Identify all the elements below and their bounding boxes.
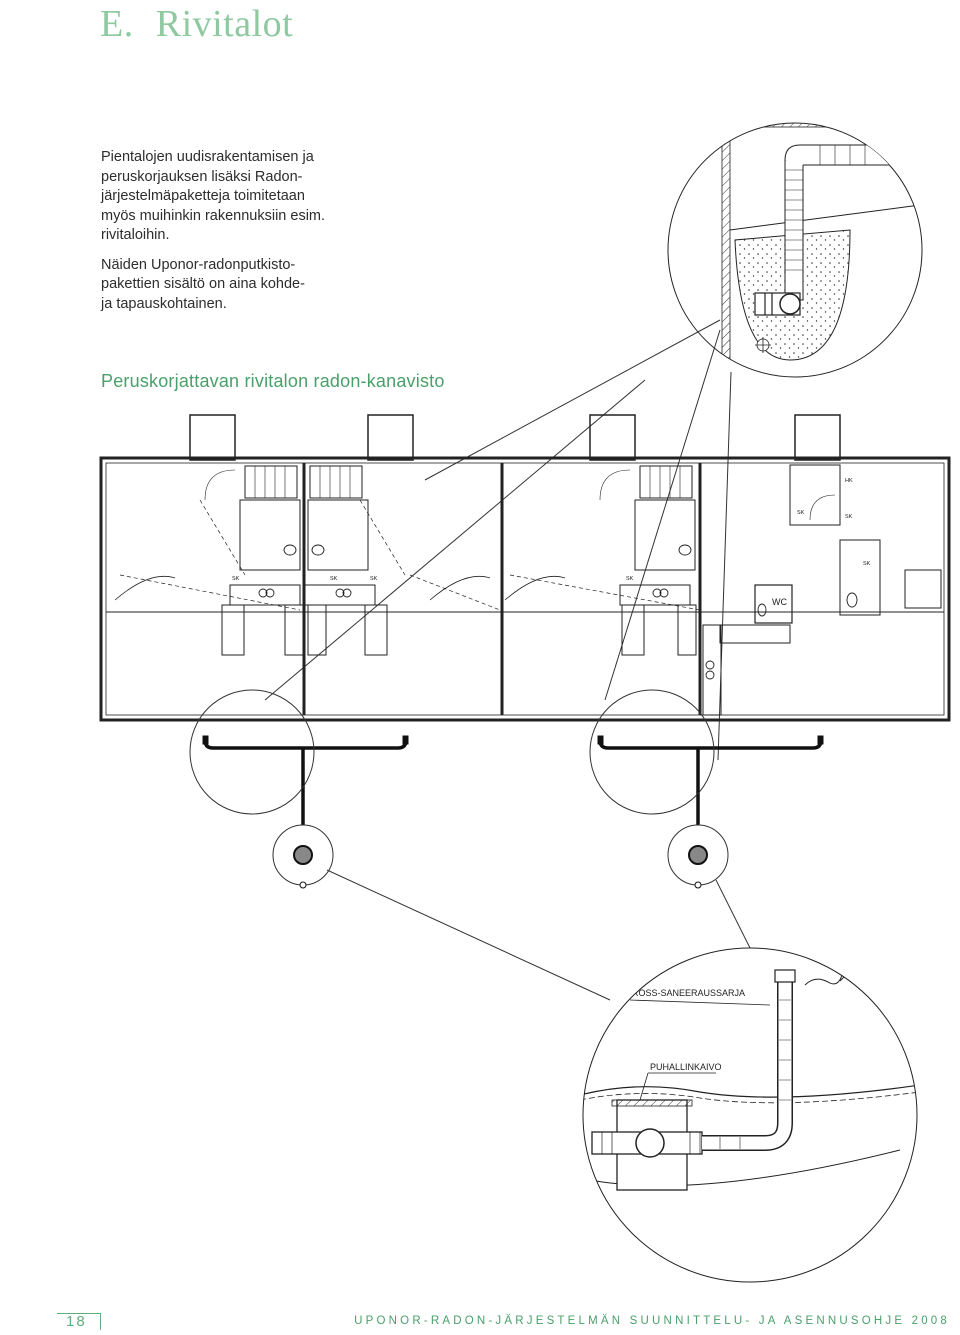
page-title: E. Rivitalot: [100, 2, 293, 46]
detail-circle-bottom: ROSS-SANEERAUSSARJA PUHALLINKAIVO: [582, 947, 918, 1283]
page-number-frame: [57, 1313, 101, 1330]
room-label: HK: [845, 478, 853, 484]
section-letter: E.: [100, 3, 134, 45]
room-label: SK: [845, 514, 853, 520]
page-number: 18: [66, 1313, 87, 1330]
intro-paragraph-2: Näiden Uponor-radonputkisto- pakettien s…: [101, 256, 305, 312]
detail-marker-circle: [189, 689, 315, 815]
section-title: Rivitalot: [155, 3, 294, 45]
drawing-heading: Peruskorjattavan rivitalon radon-kanavis…: [101, 371, 445, 391]
fan-well-symbol: [272, 824, 334, 889]
fan-well-symbol: [667, 824, 729, 889]
room-label: SK: [626, 576, 634, 582]
detail-label-ross: ROSS-SANEERAUSSARJA: [632, 988, 745, 998]
radon-piping: [202, 735, 824, 850]
footer-title: UPONOR-RADON-JÄRJESTELMÄN SUUNNITTELU- J…: [354, 1315, 950, 1327]
room-label: SK: [797, 510, 805, 516]
row-house-floor-plan: SK SK SK SK SK SK WC HK SK: [99, 414, 951, 722]
room-label: SK: [863, 561, 871, 567]
room-label: SK: [330, 576, 338, 582]
intro-paragraph-1: Pientalojen uudisrakentamisen ja perusko…: [101, 149, 326, 243]
detail-label-fan-well: PUHALLINKAIVO: [650, 1062, 722, 1072]
detail-circle-top: [667, 122, 923, 378]
room-label: WC: [772, 597, 787, 607]
footer-bar: [0, 1313, 57, 1330]
room-label: SK: [232, 576, 240, 582]
intro-text: Pientalojen uudisrakentamisen ja perusko…: [101, 148, 331, 324]
detail-marker-circle: [589, 689, 715, 815]
room-label: SK: [370, 576, 378, 582]
